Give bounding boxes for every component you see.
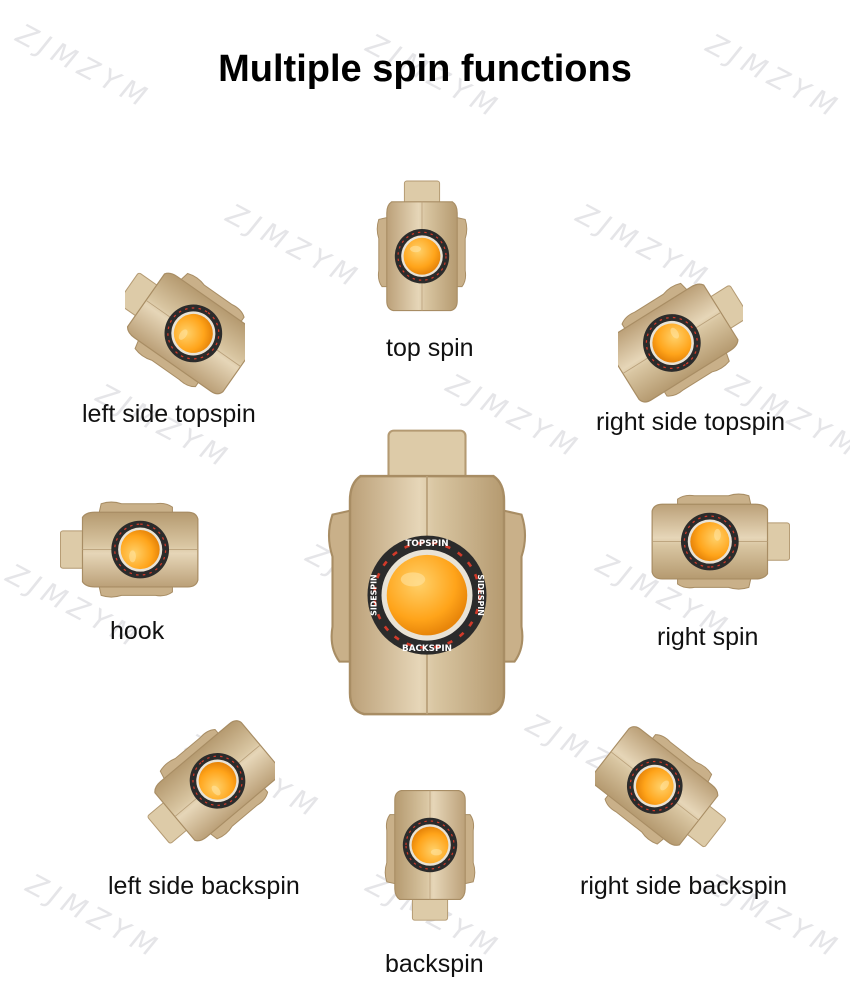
machine-left-side-backspin-icon [145, 720, 275, 855]
machine-right-side-topspin-icon [618, 268, 743, 408]
mode-label-left-side-topspin: left side topspin [82, 400, 256, 428]
machine-top-spin-icon [374, 180, 470, 314]
ring-backspin-label: BACKSPIN [402, 644, 452, 654]
machine-right-side-backspin-icon [595, 725, 730, 860]
machine-hook-icon [60, 480, 200, 620]
mode-label-left-side-backspin: left side backspin [108, 872, 300, 900]
machine-right-spin-icon [650, 472, 790, 612]
main-machine-icon: TOPSPIN BACKSPIN SIDESPIN SIDESPIN [322, 405, 532, 745]
ring-sidespin-right-label: SIDESPIN [476, 574, 485, 615]
mode-label-right-side-backspin: right side backspin [580, 872, 788, 900]
machine-left-side-topspin-icon [125, 258, 245, 398]
mode-label-hook: hook [110, 617, 165, 645]
ring-sidespin-left-label: SIDESPIN [369, 574, 378, 615]
mode-label-backspin: backspin [385, 950, 484, 978]
mode-label-right-side-topspin: right side topspin [596, 408, 786, 436]
machine-backspin-icon [382, 780, 478, 930]
mode-label-top-spin: top spin [386, 334, 474, 362]
page-title: Multiple spin functions [218, 48, 632, 90]
ring-topspin-label: TOPSPIN [405, 539, 448, 549]
mode-label-right-spin: right spin [657, 623, 759, 651]
